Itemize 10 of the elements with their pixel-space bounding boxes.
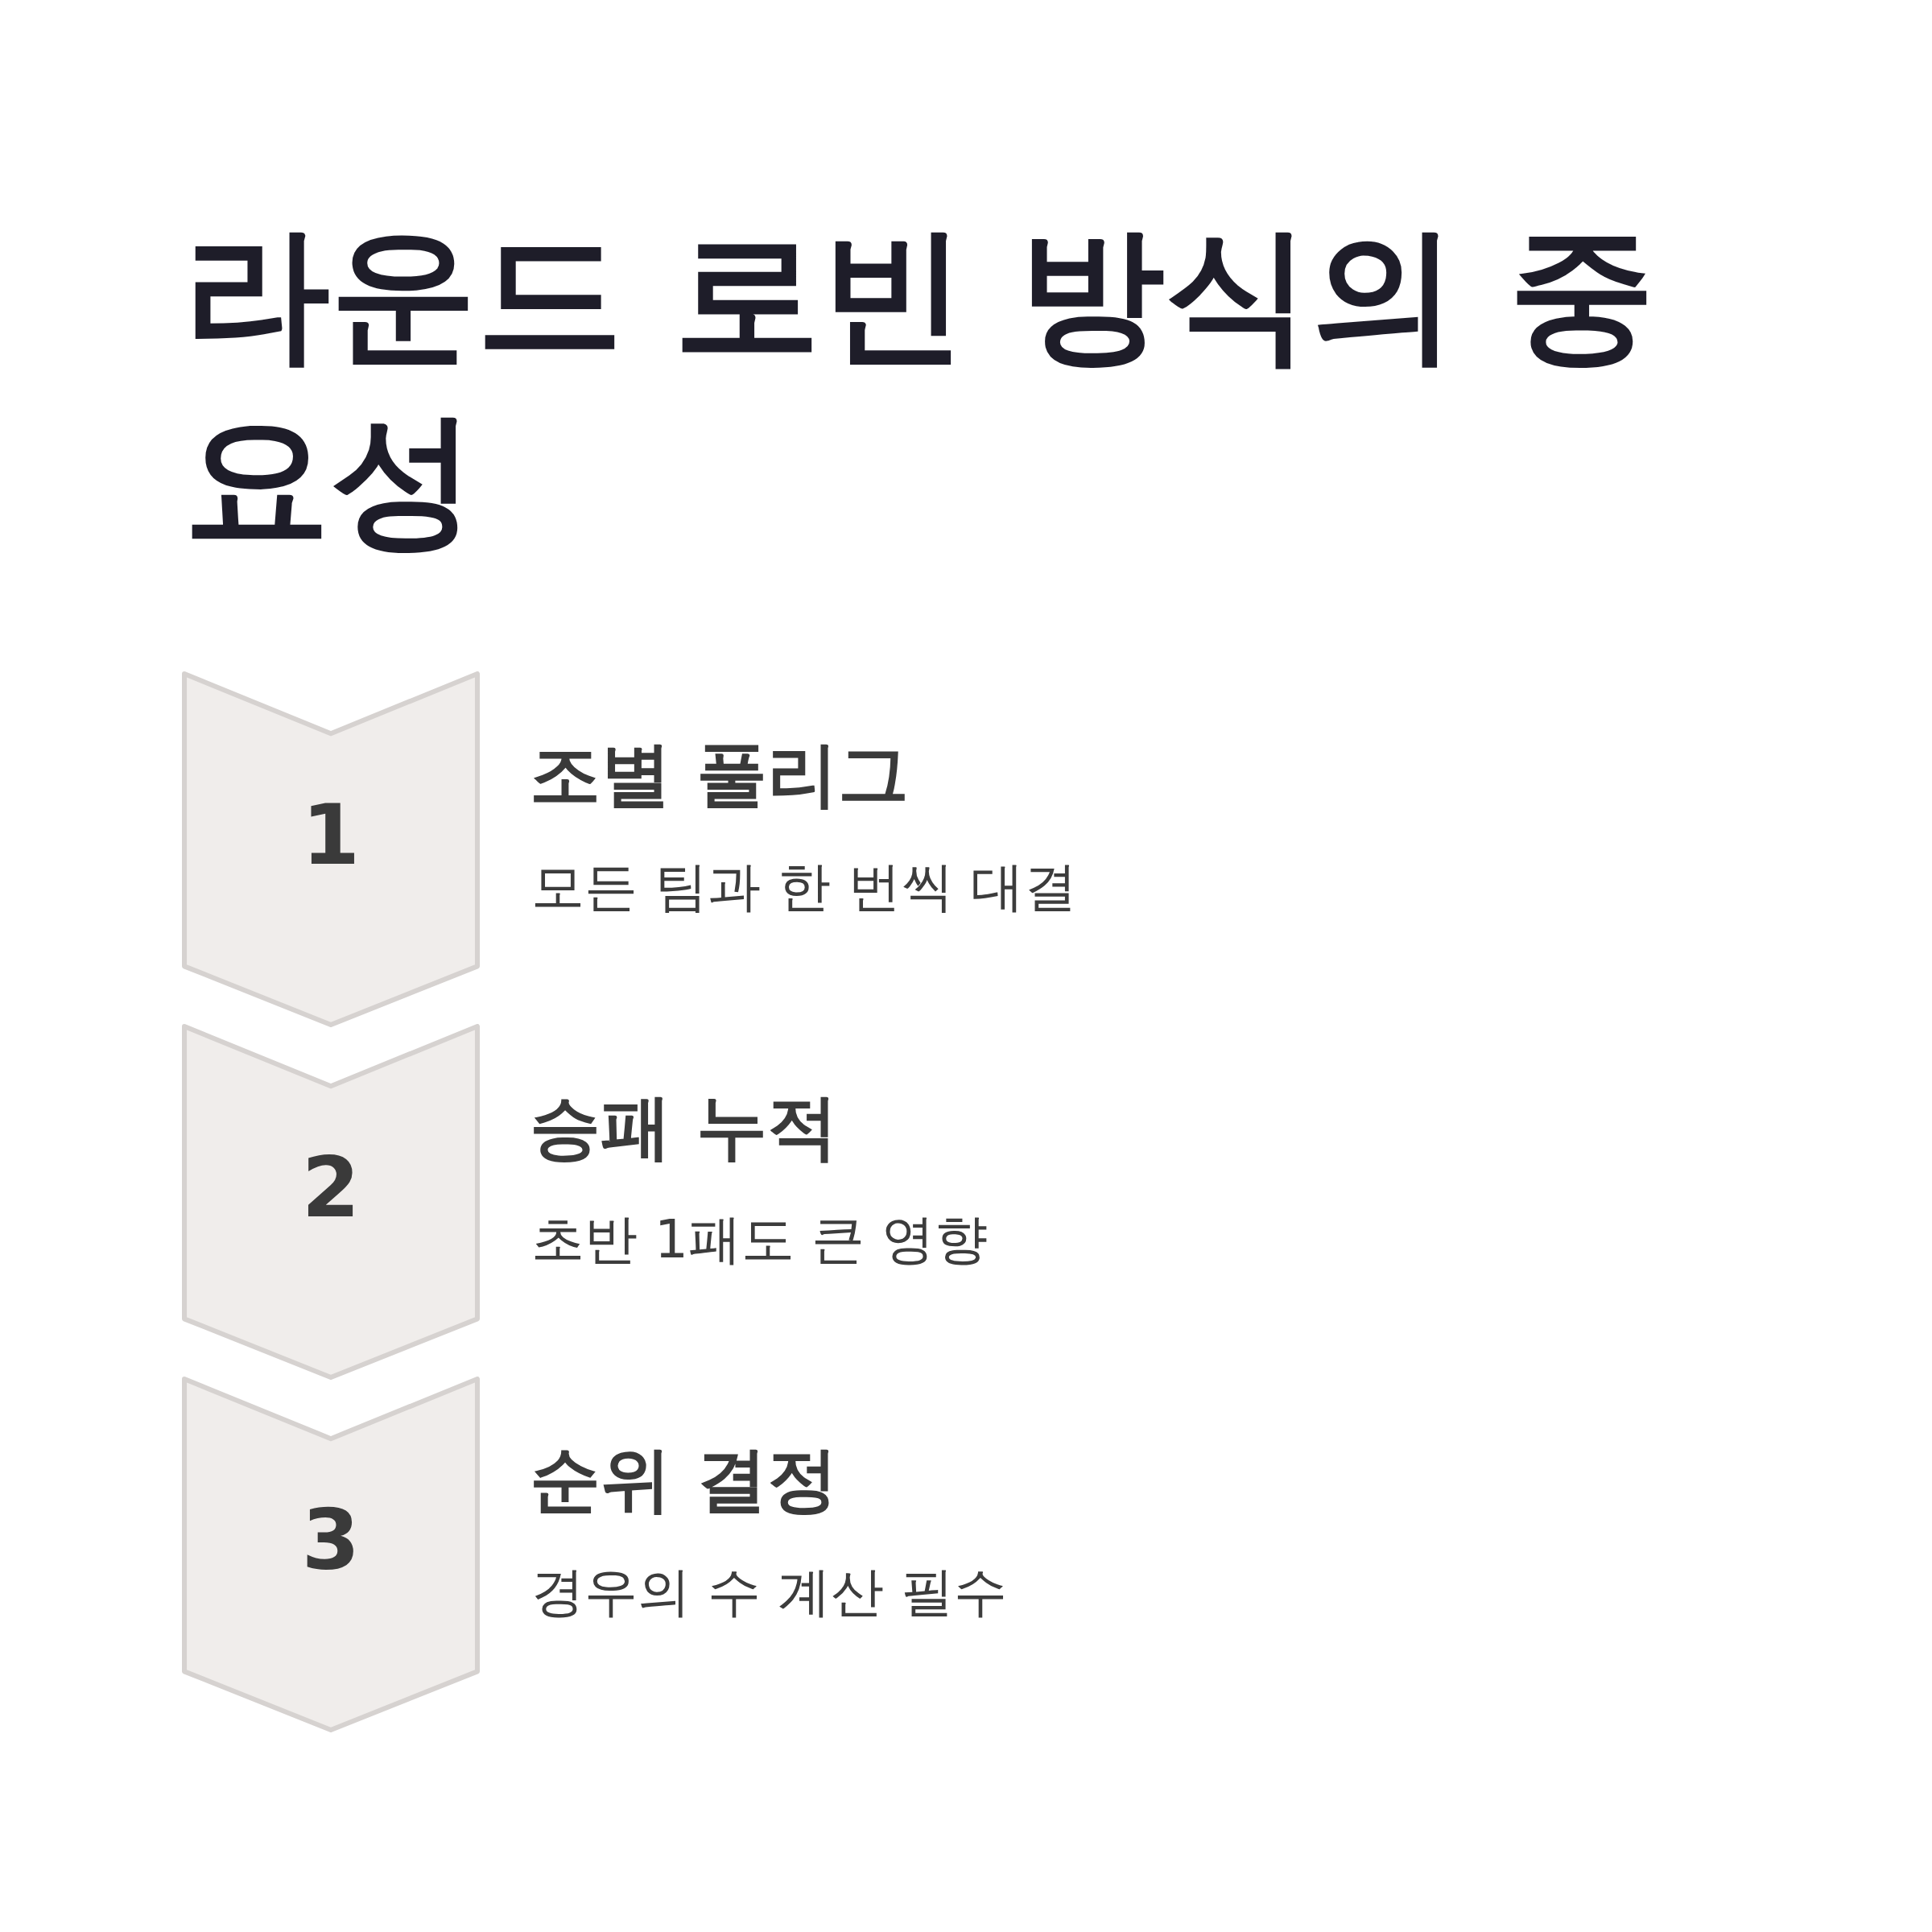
step-number: 2 (301, 1146, 361, 1230)
step-number: 1 (301, 793, 361, 877)
step-description: 경우의 수 계산 필수 (531, 1563, 1007, 1622)
step-heading: 조별 풀리그 (530, 736, 909, 814)
step-description: 초반 1패도 큰 영향 (531, 1211, 988, 1269)
step-heading: 승패 누적 (530, 1088, 838, 1166)
page-title: 라운드 로빈 방식의 중요성 (184, 208, 1657, 566)
step-number: 3 (301, 1498, 361, 1583)
step-heading: 순위 결정 (530, 1441, 838, 1519)
step-description: 모든 팀과 한 번씩 대결 (531, 858, 1077, 917)
